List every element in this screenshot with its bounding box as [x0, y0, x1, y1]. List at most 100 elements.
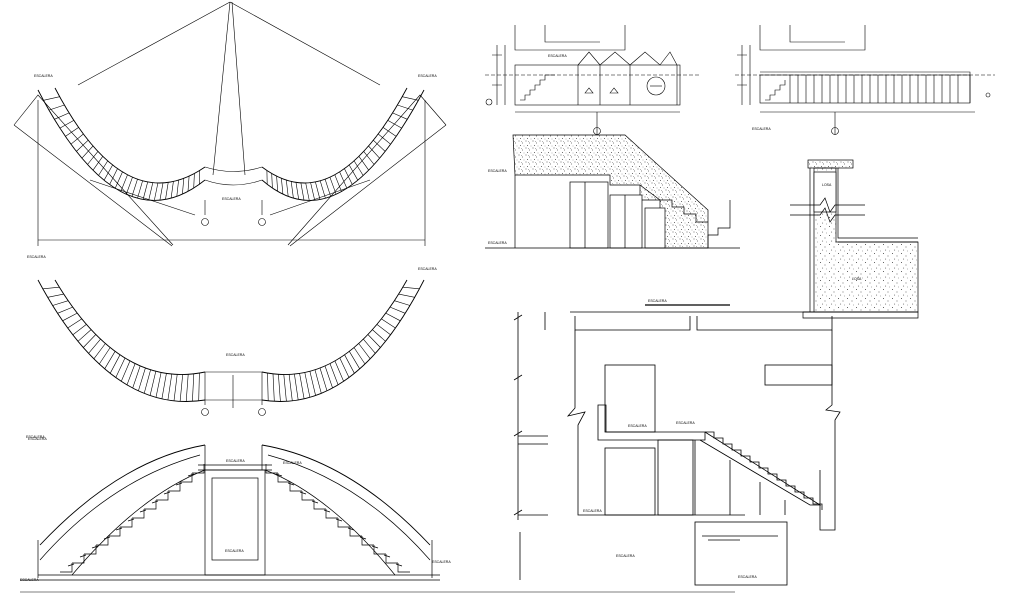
roof-slab [570, 311, 835, 331]
center-door [211, 477, 259, 561]
left-wall [566, 330, 745, 516]
wall-block [644, 207, 666, 249]
top-curved-stair-plan [13, 1, 447, 247]
building-section [513, 304, 841, 586]
center-opening [204, 469, 266, 576]
stair-slab [699, 431, 822, 506]
railing-post [789, 75, 959, 103]
small-section-a [485, 25, 700, 135]
stair-inner-edge [54, 87, 206, 184]
section-label: ESCALERA [738, 575, 757, 579]
right-wall [819, 330, 841, 531]
stair-inner-edge [261, 279, 408, 375]
plan-label: ESCALERA [27, 255, 46, 259]
landing-outline [204, 166, 263, 186]
detail-walls [803, 168, 918, 313]
detail-label: LOSA [822, 183, 832, 187]
section-label: ESCALERA [648, 299, 667, 303]
lower-room [604, 447, 656, 516]
stair-outer-edge [261, 279, 425, 402]
section-label: ESCALERA [583, 509, 602, 513]
section-label: ESCALERA [676, 421, 695, 425]
stair-lower [707, 200, 731, 248]
plan-construction-lines [13, 1, 447, 247]
stair-inner-edge [261, 87, 408, 184]
stair-outer-edge [37, 279, 206, 402]
outline [485, 175, 740, 249]
tank-circle [646, 76, 666, 96]
dimension-ticks [737, 45, 751, 105]
section-box [514, 64, 681, 106]
elevation-label: ESCALERA [283, 461, 302, 465]
lower-arch [71, 469, 396, 576]
plan-label: ESCALERA [226, 353, 245, 357]
detail-label: LOSA [852, 277, 862, 281]
water-line [702, 535, 778, 541]
plan-label: ESCALERA [222, 197, 241, 201]
small-section-b [735, 25, 995, 135]
section-label: ESCALERA [488, 169, 507, 173]
dimension-ticks [492, 45, 506, 105]
plan-label: ESCALERA [418, 74, 437, 78]
beam-block [764, 364, 833, 386]
section-marker [831, 127, 839, 135]
column-circle [258, 218, 266, 226]
section-label: ESCALERA [548, 54, 567, 58]
section-label: ESCALERA [752, 127, 771, 131]
stair-inner-edge [54, 279, 206, 375]
section-box [759, 74, 971, 104]
slab-detail [790, 159, 919, 319]
plan-label: ESCALERA [418, 267, 437, 271]
axis-bubble [485, 98, 493, 106]
section-label: ESCALERA [628, 424, 647, 428]
section-label: ESCALERA [616, 554, 635, 558]
axis-bubble [985, 92, 991, 98]
elevation-label: ESCALERA [26, 435, 45, 439]
diagonal-dim [89, 179, 371, 216]
second-curved-stair-plan [37, 279, 425, 416]
section-marker [593, 127, 601, 135]
concrete-mass [512, 134, 709, 249]
plan-label: ESCALERA [34, 74, 53, 78]
step-profile [60, 464, 410, 573]
step-hatch [67, 473, 403, 567]
column-circle [258, 408, 266, 416]
wall-outline [759, 25, 866, 51]
stair-steps [520, 74, 555, 101]
end-posts [37, 540, 433, 578]
slab [760, 71, 971, 103]
handrail-curve [261, 444, 431, 546]
elevation-label: ESCALERA [225, 549, 244, 553]
ground-line [20, 574, 440, 581]
wall-block [569, 181, 609, 249]
stair-treads [43, 96, 419, 201]
section-stair-steps [705, 431, 823, 510]
elevation-steps [60, 464, 410, 573]
triangle-marks [584, 87, 619, 94]
newel-posts [204, 200, 263, 215]
tread-lines [42, 286, 200, 402]
hatched-stair-section [485, 134, 740, 249]
handrail-curve [39, 454, 201, 561]
stair-run [639, 184, 708, 223]
column-circle [201, 218, 209, 226]
dimension-line [37, 100, 426, 246]
partition-walls [577, 65, 678, 105]
handrail-curve [39, 444, 206, 546]
stair-treads [42, 286, 420, 402]
column-circle [201, 408, 209, 416]
elevation-label: ESCALERA [432, 560, 451, 564]
dimension-column [513, 312, 523, 580]
elevation-label: ESCALERA [226, 459, 245, 463]
lower-room [657, 439, 694, 516]
stair-outer-edge [37, 89, 206, 201]
floor-lines [518, 312, 548, 516]
cut-line [760, 111, 975, 135]
beam-line [802, 311, 919, 319]
tread-lines [43, 96, 200, 201]
cap-beam [807, 159, 854, 169]
upper-room [604, 364, 656, 433]
roof-peaks [577, 51, 678, 66]
step-profile [705, 431, 823, 510]
